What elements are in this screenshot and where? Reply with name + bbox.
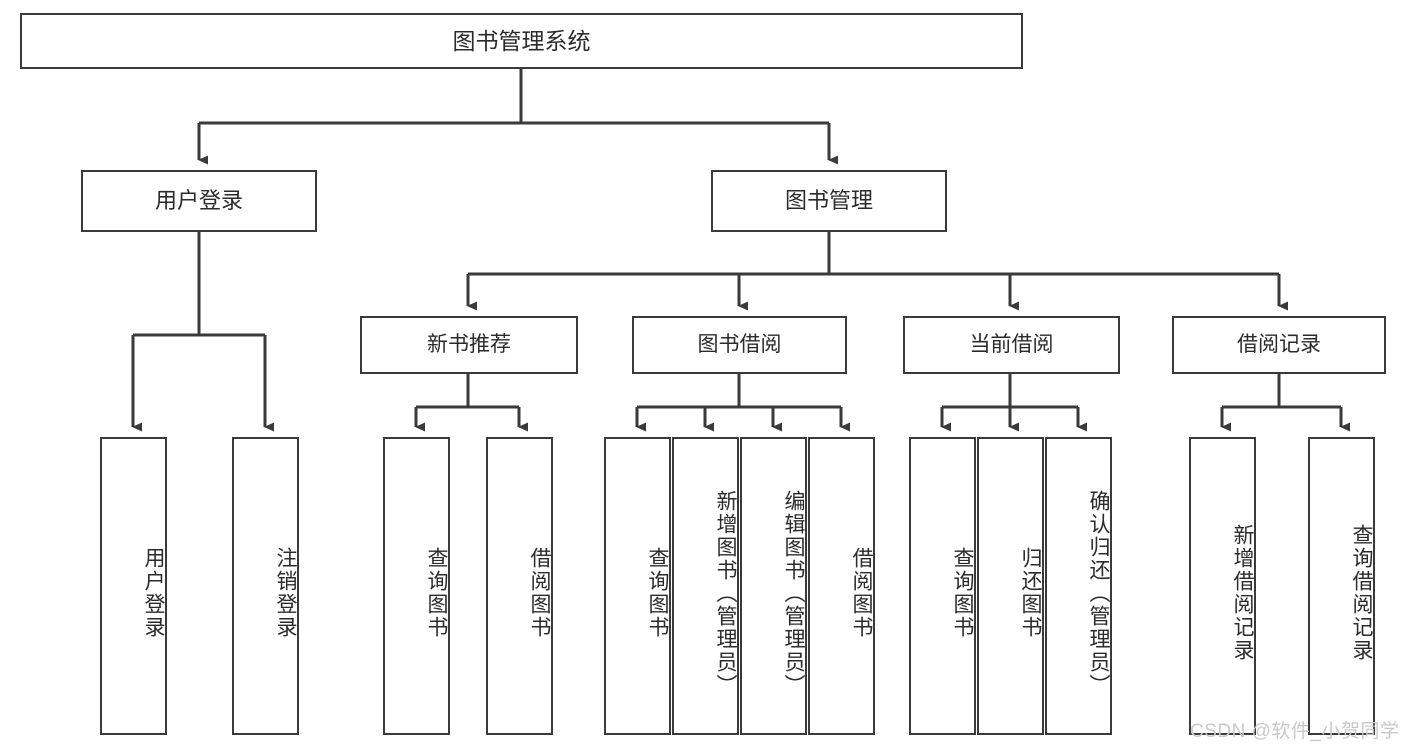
leaf-current-borrow-confirm[interactable]: 确认归还（管理员） — [1045, 437, 1112, 735]
node-user-login[interactable]: 用户登录 — [81, 170, 317, 232]
leaf-label: 编辑图书（管理员） — [782, 489, 805, 697]
leaf-label: 注销登录 — [274, 547, 297, 639]
leaf-label: 借阅图书 — [528, 547, 551, 639]
leaf-current-borrow-query[interactable]: 查询图书 — [909, 437, 976, 735]
leaf-new-book-borrow[interactable]: 借阅图书 — [486, 437, 553, 735]
leaf-label: 查询借阅记录 — [1350, 524, 1373, 662]
leaf-book-borrow-add[interactable]: 新增图书（管理员） — [672, 437, 739, 735]
leaf-label: 用户登录 — [142, 547, 165, 639]
node-new-book-recommend[interactable]: 新书推荐 — [360, 316, 578, 374]
leaf-label: 查询图书 — [951, 547, 974, 639]
leaf-new-book-query[interactable]: 查询图书 — [383, 437, 450, 735]
node-book-management[interactable]: 图书管理 — [711, 170, 947, 232]
leaf-label: 新增借阅记录 — [1231, 524, 1254, 662]
leaf-book-borrow-query[interactable]: 查询图书 — [604, 437, 671, 735]
csdn-watermark: CSDN @软件_小贺同学 — [1190, 721, 1400, 742]
leaf-user-login-login[interactable]: 用户登录 — [100, 437, 167, 735]
leaf-label: 确认归还（管理员） — [1087, 489, 1110, 697]
leaf-borrow-record-add[interactable]: 新增借阅记录 — [1189, 437, 1256, 735]
leaf-current-borrow-return[interactable]: 归还图书 — [977, 437, 1044, 735]
leaf-user-login-logout[interactable]: 注销登录 — [232, 437, 299, 735]
leaf-label: 归还图书 — [1019, 547, 1042, 639]
node-current-borrow[interactable]: 当前借阅 — [903, 316, 1120, 374]
leaf-book-borrow-edit[interactable]: 编辑图书（管理员） — [740, 437, 807, 735]
leaf-label: 查询图书 — [646, 547, 669, 639]
leaf-book-borrow-borrow[interactable]: 借阅图书 — [808, 437, 875, 735]
leaf-label: 借阅图书 — [850, 547, 873, 639]
leaf-label: 新增图书（管理员） — [714, 489, 737, 697]
leaf-borrow-record-query[interactable]: 查询借阅记录 — [1308, 437, 1375, 735]
leaf-label: 查询图书 — [425, 547, 448, 639]
node-root-system[interactable]: 图书管理系统 — [20, 13, 1023, 69]
node-borrow-record[interactable]: 借阅记录 — [1172, 316, 1386, 374]
node-book-borrow[interactable]: 图书借阅 — [632, 316, 847, 374]
